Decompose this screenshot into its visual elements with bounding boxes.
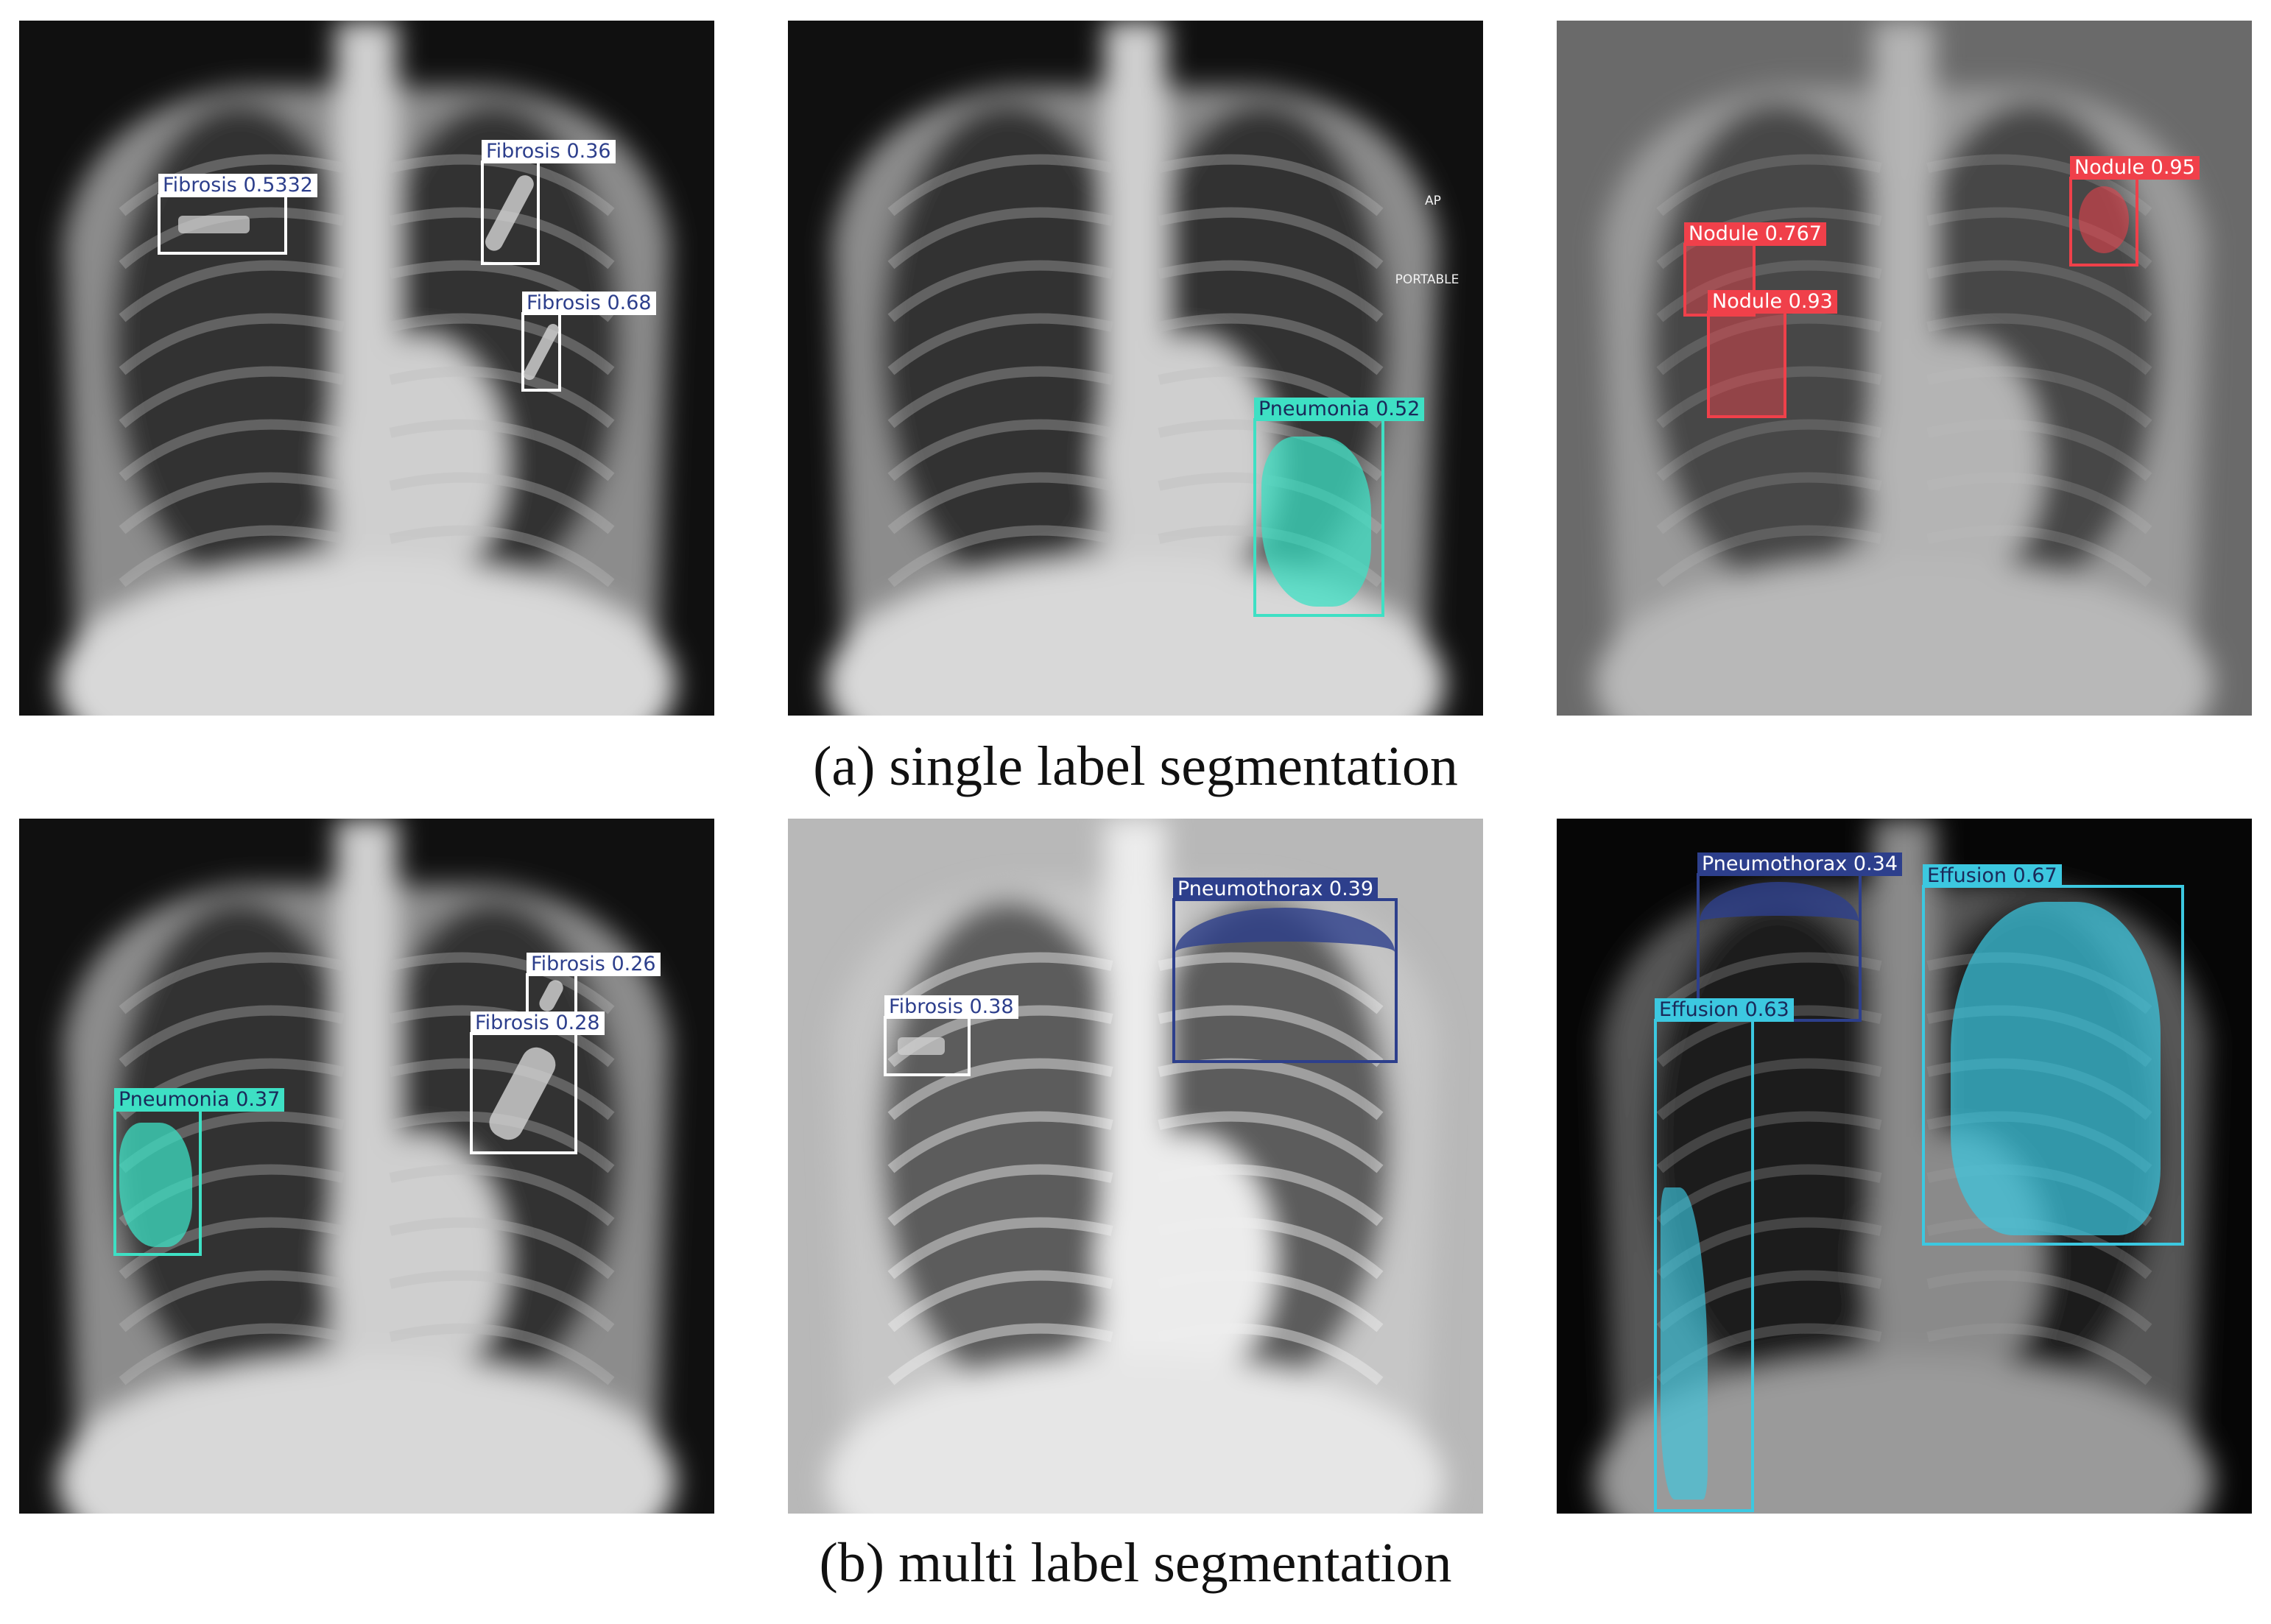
film-marker-label: AP [1425,194,1441,208]
detection-label: Pneumonia 0.37 [114,1088,285,1112]
detection-label-text: Effusion 0.63 [1659,998,1789,1021]
segmentation-mask [1950,902,2161,1236]
overlapping-label-fragment: 32 [287,174,313,197]
detection-label-text: Fibrosis 0.26 [531,953,656,975]
segmentation-mask [521,322,561,382]
detection-label-text: Nodule 0.95 [2074,156,2195,179]
detection-label: Nodule 0.767 [1684,222,1826,246]
detection-label-text: Fibrosis 0.68 [527,292,652,314]
detection-label: Effusion 0.67 [1923,864,2062,888]
segmentation-mask [177,216,250,233]
detection-label: Nodule 0.95 [2070,156,2200,180]
fibrosis-detection-box: Fibrosis 0.38 [884,995,1018,1076]
pneumothorax-detection-box: Pneumothorax 0.34 [1697,852,1903,1022]
xray-image [788,21,1483,716]
effusion-detection-box: Effusion 0.67 [1922,864,2184,1246]
nodule-detection-box: Nodule 0.95 [2069,156,2200,266]
segmentation-mask [1175,907,1395,1019]
nodule-detection-box: Nodule 0.93 [1707,290,1837,418]
pneumonia-detection-box: Pneumonia 0.52 [1253,398,1425,617]
segmentation-mask [1710,314,1784,415]
detection-label-text: Pneumothorax 0.39 [1177,878,1374,900]
detection-label-text: Fibrosis 0.28 [475,1012,600,1034]
detection-label: Pneumothorax 0.39 [1173,878,1379,901]
segmentation-mask [482,172,538,254]
segmentation-mask [2078,186,2130,254]
caption-single-label: (a) single label segmentation [813,735,1458,797]
fibrosis-detection-box: Fibrosis 0.68 [521,292,656,392]
segmentation-mask [1261,436,1372,607]
detection-label-text: Fibrosis 0.38 [889,995,1014,1018]
pneumonia-detection-box: Pneumonia 0.37 [113,1088,285,1256]
detection-label: Pneumonia 0.52 [1254,398,1425,421]
segmentation-mask [1700,881,1859,982]
detection-label: Pneumothorax 0.34 [1697,852,1903,876]
effusion-detection-box: Effusion 0.63 [1654,998,1794,1512]
segmentation-mask [119,1123,193,1248]
caption-multi-label: (b) multi label segmentation [819,1532,1452,1594]
detection-label-text: Effusion 0.67 [1927,864,2057,887]
detection-label: Fibrosis 0.36 [482,140,616,163]
detection-label: Fibrosis 0.26 [527,953,661,976]
fibrosis-detection-box: Fibrosis 0.36 [481,140,616,265]
detection-label: Nodule 0.93 [1708,290,1837,314]
detection-label-text: Pneumonia 0.37 [119,1088,281,1111]
pneumothorax-detection-box: Pneumothorax 0.39 [1172,878,1398,1063]
overlapping-label-fragment: 7 [1809,222,1822,245]
xray-panel-a2: AP PORTABLE Pneumonia 0.52 [788,21,1483,716]
detection-label-text: Nodule 0.76 [1689,222,1809,245]
detection-label: Fibrosis 0.38 [884,995,1018,1019]
fibrosis-detection-box: Fibrosis 0.26 [526,953,661,1019]
detection-label-text: Fibrosis 0.36 [486,140,611,163]
detection-label-text: Pneumonia 0.52 [1258,398,1420,420]
fibrosis-detection-box: Fibrosis 0.5332 [158,174,317,255]
segmentation-mask [536,978,566,1014]
xray-image [19,21,714,716]
fibrosis-detection-box: Fibrosis 0.28 [470,1012,605,1154]
segmentation-mask [898,1037,946,1055]
detection-label-text: Pneumothorax 0.34 [1702,852,1898,875]
segmentation-mask [1661,1187,1708,1500]
detection-label: Fibrosis 0.68 [522,292,656,315]
detection-label-text: Nodule 0.93 [1712,290,1833,313]
detection-label: Effusion 0.63 [1655,998,1794,1022]
detection-label-text: Fibrosis 0.53 [163,174,288,197]
detection-label: Fibrosis 0.28 [471,1012,605,1035]
film-marker-label: PORTABLE [1395,272,1460,287]
detection-label: Fibrosis 0.5332 [158,174,317,197]
xray-image [1557,21,2252,716]
segmentation-mask [484,1042,561,1145]
